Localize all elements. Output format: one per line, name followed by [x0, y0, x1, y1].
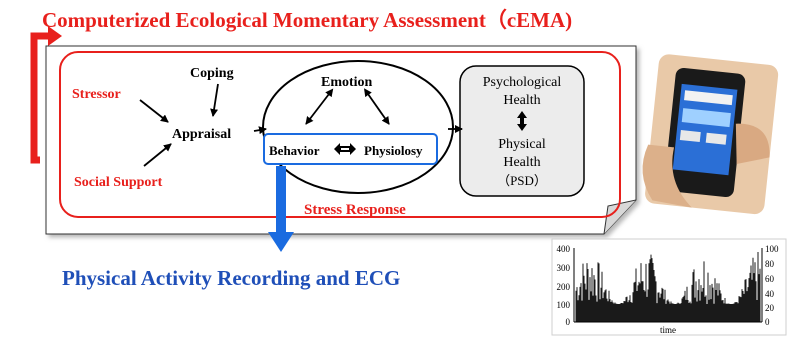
left-tick-300: 300 [557, 263, 571, 273]
chart-xlabel: time [660, 325, 676, 335]
paper-fold [603, 199, 637, 235]
appraisal-label: Appraisal [172, 127, 231, 142]
social-support-label: Social Support [74, 175, 163, 190]
physiology-label: Physiolosy [364, 143, 423, 158]
stress-response-label: Stress Response [304, 202, 406, 218]
blue-arrow-shaft [276, 166, 286, 234]
arrow-coping-appraisal [210, 83, 219, 117]
arrow-emotion-physiology [363, 88, 390, 125]
stressor-label: Stressor [72, 87, 121, 102]
right-tick-20: 20 [765, 303, 775, 313]
arrow-psych-physical [517, 111, 527, 131]
model-frame [59, 51, 621, 218]
blue-arrow-head [268, 232, 294, 252]
right-tick-100: 100 [765, 244, 779, 254]
coping-label: Coping [190, 66, 234, 81]
left-tick-400: 400 [557, 244, 571, 254]
right-tick-60: 60 [765, 274, 775, 284]
arrow-appraisal-response [253, 126, 267, 135]
right-tick-40: 40 [765, 289, 775, 299]
smartphone-photo [642, 54, 779, 215]
emotion-label: Emotion [321, 75, 373, 90]
arrow-emotion-behavior [305, 88, 334, 125]
left-tick-200: 200 [557, 282, 571, 292]
activity-bars [575, 251, 761, 322]
right-tick-80: 80 [765, 259, 775, 269]
feedback-bracket [30, 32, 50, 164]
right-tick-0: 0 [765, 317, 770, 327]
diagram-title: Computerized Ecological Momentary Assess… [42, 8, 573, 32]
diagram-subtitle: Physical Activity Recording and ECG [62, 266, 401, 290]
arrow-stressor-appraisal [139, 99, 169, 123]
phys-health-line3: （PSD） [497, 173, 547, 188]
feedback-arrowhead [48, 26, 62, 46]
psych-health-line1: Psychological [483, 75, 562, 90]
left-tick-0: 0 [566, 317, 571, 327]
psych-health-line2: Health [503, 93, 540, 108]
left-tick-100: 100 [557, 300, 571, 310]
arrow-social-appraisal [143, 143, 172, 167]
behavior-label: Behavior [269, 143, 320, 158]
phys-health-line2: Health [503, 155, 540, 170]
phys-health-line1: Physical [498, 137, 546, 152]
